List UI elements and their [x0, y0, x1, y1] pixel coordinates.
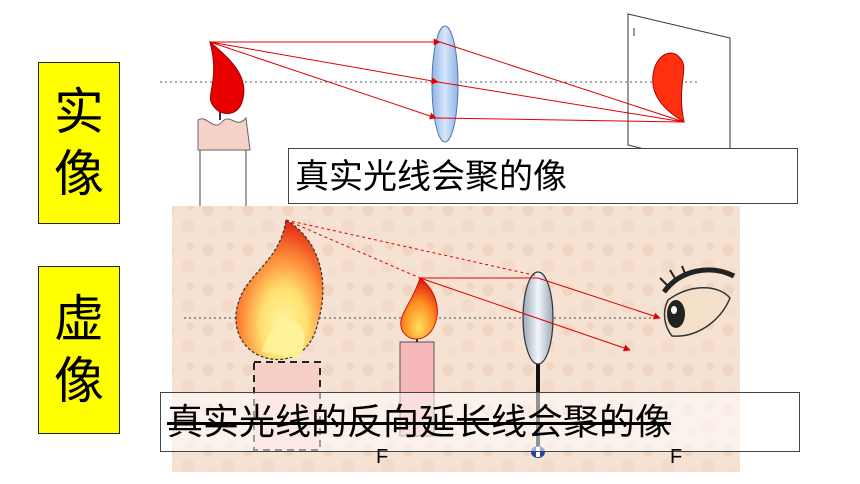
virtual-image-caption: 真实光线的反向延长线会聚的像 [160, 392, 800, 452]
focal-point-right-label: F [670, 446, 683, 468]
ray-center [209, 41, 439, 85]
ray-center-virtual [419, 277, 631, 352]
virtual-rays [285, 219, 661, 352]
virtual-image-label: 虚 像 [38, 266, 120, 434]
eye-icon [659, 265, 736, 337]
focal-point-left-label: F [376, 446, 389, 468]
virtual-image-caption-text: 真实光线的反向延长线会聚的像 [167, 402, 672, 443]
ray-refracted-1 [537, 277, 661, 320]
real-image-diagram [160, 13, 731, 215]
candle-body-top [199, 139, 247, 215]
virtual-image-flame [235, 219, 324, 360]
real-image-label-char-2: 像 [54, 145, 104, 203]
ray-focal [209, 41, 437, 120]
virtual-image-label-char-1: 虚 [54, 290, 104, 348]
real-image-label: 实 像 [38, 62, 120, 224]
ray-extension-2 [285, 219, 421, 279]
real-image-caption: 真实光线会聚的像 [288, 148, 798, 204]
virtual-image-label-char-2: 像 [54, 352, 104, 410]
real-image-flame [652, 52, 685, 124]
real-image-label-char-1: 实 [54, 83, 104, 141]
object-candle-flame [400, 277, 438, 340]
real-rays [209, 38, 685, 123]
candle-wax-top [197, 116, 251, 151]
object-flame [209, 40, 245, 114]
ray-extension-1 [285, 219, 539, 277]
